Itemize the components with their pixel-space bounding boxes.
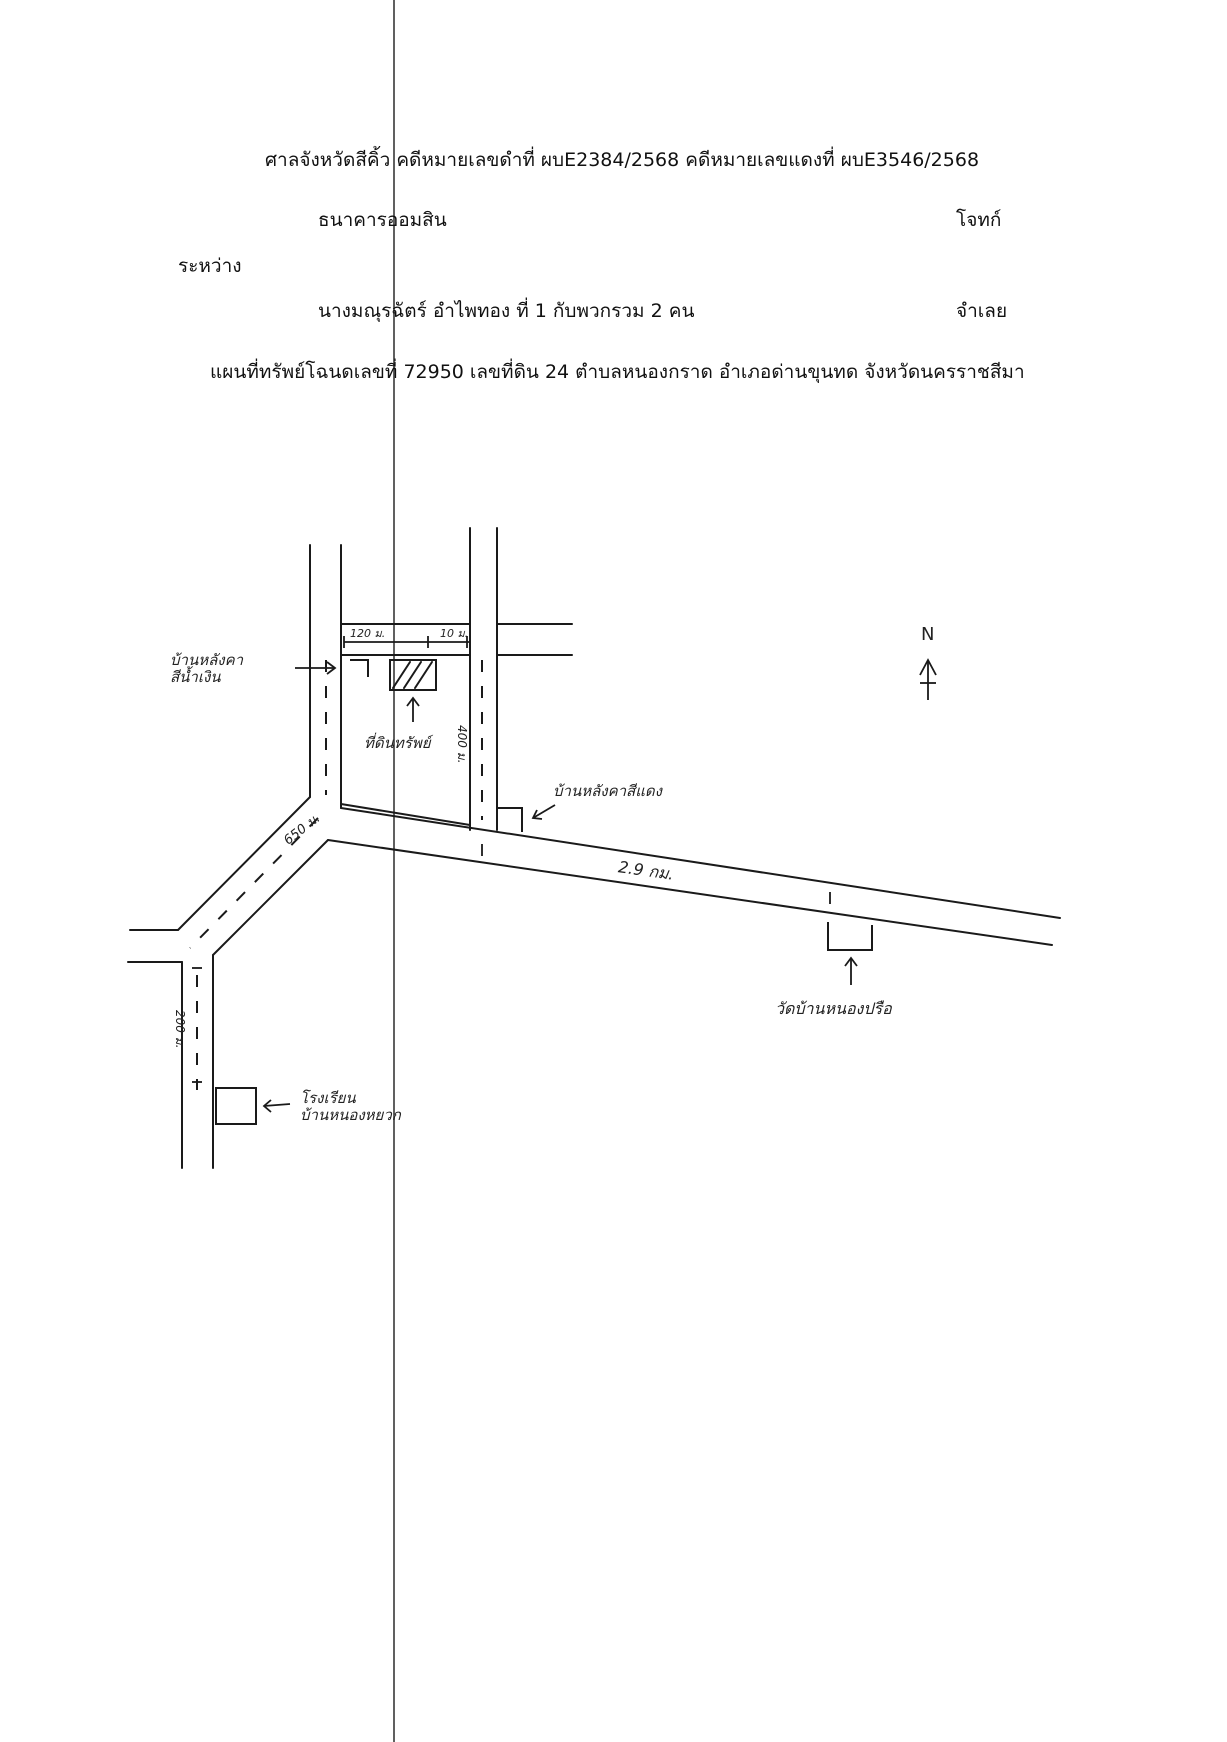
arrow-head (326, 661, 337, 675)
main-road-edge (340, 807, 1061, 919)
arrow-head (262, 1099, 272, 1113)
between-label: ระหว่าง (178, 255, 242, 277)
defendant-role: จำเลย (956, 300, 1008, 322)
property-boundary (340, 803, 471, 826)
temple-building (827, 922, 873, 951)
arrow-head (844, 956, 858, 967)
house-blue-label-line1: บ้านหลังคา (170, 651, 244, 669)
house-blue-label-line2: สีน้ำเงิน (170, 668, 221, 687)
school-label-line2: บ้านหนองหยวก (300, 1106, 401, 1125)
house-blue-roof (350, 659, 369, 677)
main-road-edge (327, 839, 1053, 946)
dist-top-right-label: 10 ม. (440, 627, 469, 640)
school-building (215, 1087, 257, 1125)
road-edge (177, 796, 311, 931)
north-arrow-head (919, 658, 937, 676)
dist-top-left-label: 120 ม. (350, 627, 386, 640)
hatch (403, 661, 422, 689)
dist-right-road-label: 400 ม. (455, 725, 469, 764)
road-edge (212, 839, 329, 956)
arrow-head (406, 696, 420, 707)
plaintiff-role: โจทก์ (956, 209, 1002, 231)
road-centerline (189, 817, 319, 949)
hatch (414, 661, 433, 689)
school-label-line1: โรงเรียน (300, 1089, 356, 1107)
dist-bottom-road-label: 200 ม. (173, 1010, 187, 1049)
school-label: โรงเรียน บ้านหนองหยวก (300, 1089, 401, 1125)
hatch (392, 661, 411, 689)
house-red-roof (497, 807, 523, 832)
defendant-name: นางมณุรฉัตร์ อำไพทอง ที่ 1 กับพวกรวม 2 ค… (318, 300, 695, 322)
arrow (532, 804, 556, 819)
north-label: N (921, 624, 935, 645)
temple-label: วัดบ้านหนองปรือ (775, 999, 892, 1018)
property-label: ที่ดินทรัพย์ (364, 734, 431, 752)
house-blue-label: บ้านหลังคา สีน้ำเงิน (170, 651, 244, 687)
scan-fold-line (393, 0, 395, 1742)
arrow-head (531, 809, 543, 820)
plaintiff-name: ธนาคารออมสิน (318, 209, 447, 231)
property-hatched-block (389, 659, 437, 691)
house-red-label: บ้านหลังคาสีแดง (553, 782, 662, 800)
map-title: แผนที่ทรัพย์โฉนดเลขที่ 72950 เลขที่ดิน 2… (210, 361, 1025, 383)
court-case-line: ศาลจังหวัดสีคิ้ว คดีหมายเลขดำที่ ผบE2384… (265, 149, 980, 171)
arrow (263, 1103, 291, 1107)
